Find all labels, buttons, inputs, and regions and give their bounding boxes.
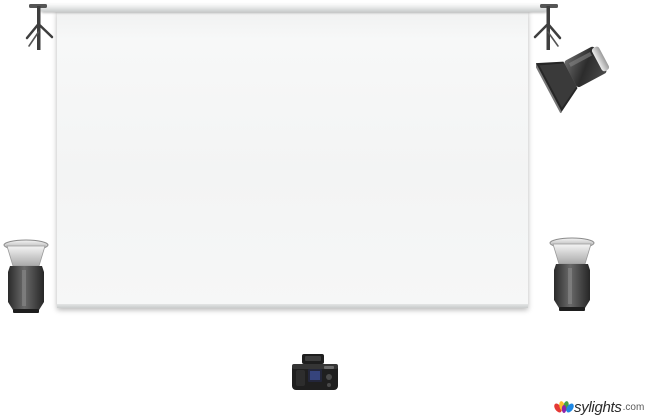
projection-screen (57, 10, 528, 308)
camera-icon (292, 354, 338, 390)
left-mount-icon (25, 4, 54, 50)
brand-logo: sylights .com (554, 398, 644, 416)
projection-screen-bottom-edge (57, 304, 528, 308)
right-mount-icon (533, 4, 562, 50)
brand-flower-logo-icon (554, 401, 574, 413)
left-studio-light-icon (3, 239, 49, 313)
brand-name: sylights (574, 398, 622, 416)
top-right-spotlight-icon (536, 46, 610, 114)
brand-domain: .com (622, 401, 645, 413)
right-studio-light-icon (549, 237, 595, 311)
screen-roller-bar (40, 4, 548, 12)
